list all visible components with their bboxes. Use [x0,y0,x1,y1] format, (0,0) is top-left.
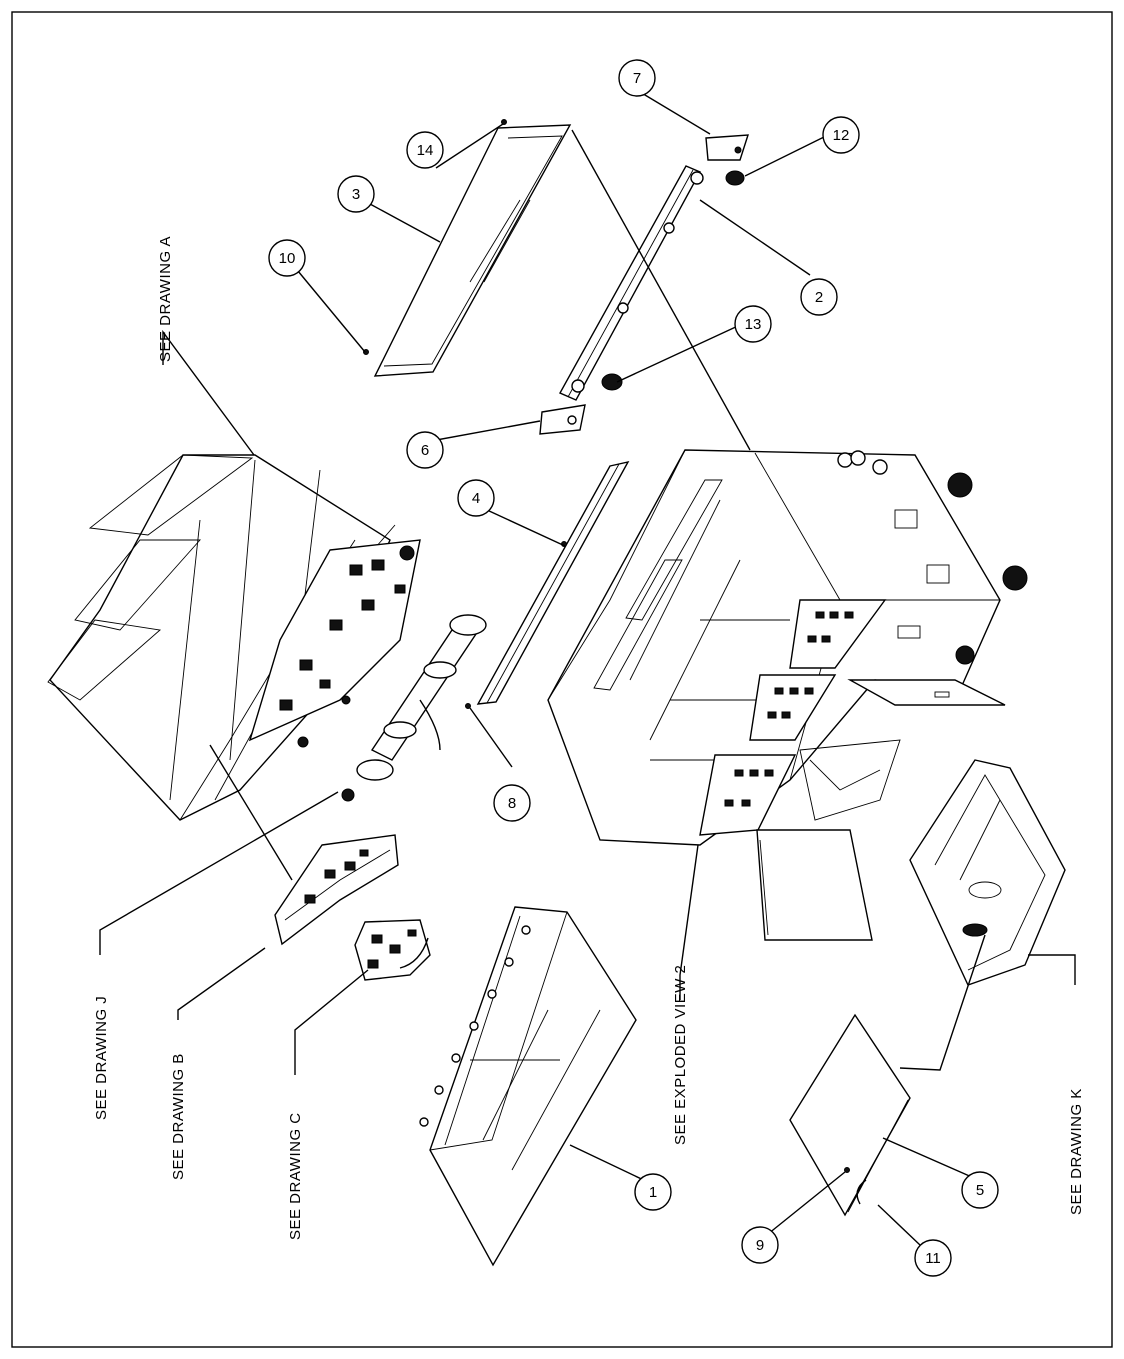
callout-8: 8 [493,784,531,822]
callout-7: 7 [618,59,656,97]
svg-text:5: 5 [976,1182,984,1199]
svg-text:12: 12 [833,127,850,144]
svg-text:14: 14 [417,142,434,159]
part-11-handle [856,1179,867,1205]
callout-12: 12 [822,116,860,154]
svg-text:6: 6 [421,442,429,459]
part-7-bracket [705,134,749,161]
callout-1: 1 [634,1173,672,1211]
part-3-top-panel [373,124,572,377]
see-drawing-a-label: SEE DRAWING A [157,236,174,362]
callout-9: 9 [741,1226,779,1264]
svg-text:4: 4 [472,490,480,507]
lower-frame [799,739,901,821]
svg-text:11: 11 [925,1250,941,1267]
part-6-bracket [539,404,586,435]
svg-text:10: 10 [279,250,296,267]
manifold-components [248,539,421,748]
part-5-floor-panel [789,1013,911,1217]
callout-13: 13 [734,305,772,343]
drawing-b-tray [274,834,399,946]
see-drawing-j-label: SEE DRAWING J [93,996,110,1120]
see-exploded-view-2-label: SEE EXPLODED VIEW 2 [672,965,689,1145]
callout-3: 3 [337,175,375,213]
part-1-pan [419,906,637,1267]
svg-text:1: 1 [649,1184,657,1201]
sheet-border [11,11,1113,1348]
callout-5: 5 [961,1171,999,1209]
callout-4: 4 [457,479,495,517]
control-panel-row [699,599,887,836]
svg-text:7: 7 [633,70,641,87]
callout-6: 6 [406,431,444,469]
burner-assembly [47,454,396,821]
pipe-assembly [341,614,487,802]
svg-text:8: 8 [508,795,516,812]
main-cabinet [547,449,1028,846]
part-9-screw [844,1167,850,1173]
svg-text:13: 13 [745,316,762,333]
door-panel-right [847,679,1006,706]
drawer-assembly [909,759,1066,986]
part-12-knob [725,170,745,186]
part-13-knob [601,373,623,391]
callout-14: 14 [406,131,444,169]
leader-lines [99,91,1076,1246]
part-2-rail [559,165,704,401]
drawing-c-valves [354,919,431,981]
callout-2: 2 [800,278,838,316]
svg-text:3: 3 [352,186,360,203]
door-panel-bottom [756,829,873,941]
svg-text:9: 9 [756,1237,764,1254]
see-drawing-k-label: SEE DRAWING K [1068,1088,1085,1215]
callout-11: 11 [914,1239,952,1277]
see-drawing-b-label: SEE DRAWING B [170,1053,187,1180]
part-4-panel [476,460,630,705]
callout-10: 10 [268,239,306,277]
see-drawing-c-label: SEE DRAWING C [287,1112,304,1240]
part-14-screw [501,119,507,125]
part-8-screw [465,703,471,709]
svg-text:2: 2 [815,289,823,306]
